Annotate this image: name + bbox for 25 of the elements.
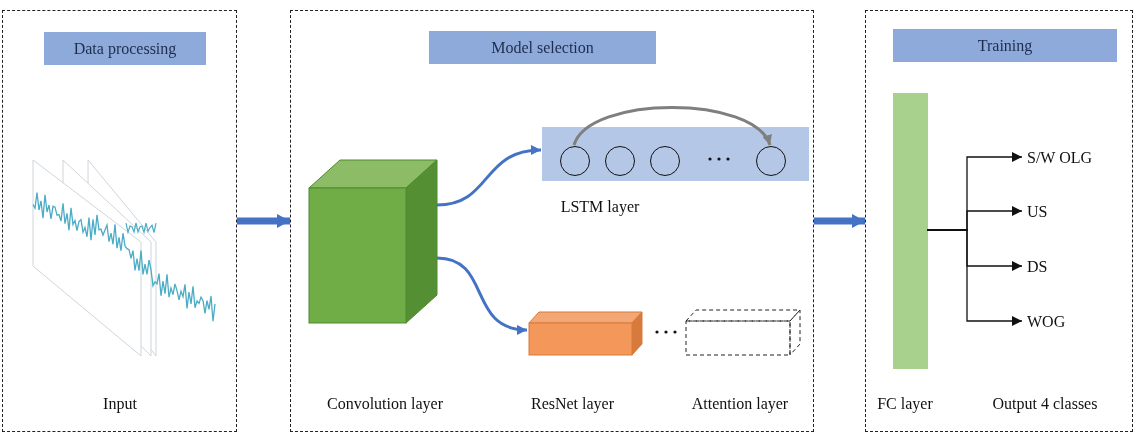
resnet-block [528, 311, 643, 356]
section-banner: Model selection [429, 31, 656, 64]
dashed-panel [865, 10, 1133, 432]
layer-label: Attention layer [690, 395, 790, 413]
dashed-panel [2, 10, 237, 432]
class-label: US [1027, 201, 1067, 223]
section-banner: Training [893, 29, 1117, 62]
section-banner: Data processing [44, 32, 206, 65]
layer-label: FC layer [876, 395, 934, 413]
dashed-block [685, 309, 801, 356]
caption-label: Output 4 classes [991, 395, 1099, 413]
class-label: WOG [1027, 311, 1087, 333]
caption-label: Convolution layer [326, 395, 444, 413]
convolution-cube [308, 159, 438, 324]
arrow [436, 256, 528, 334]
skip-connection-arrow [572, 106, 772, 146]
class-label: DS [1027, 256, 1067, 278]
fc-layer-bar [893, 93, 928, 369]
layer-band [542, 127, 809, 181]
layer-label: ResNet layer [529, 395, 616, 413]
layer-label: Input [102, 395, 138, 413]
layer-label: LSTM layer [559, 198, 641, 216]
arrow [436, 145, 542, 207]
class-label: S/W OLG [1027, 147, 1122, 169]
dashed-panel [290, 10, 814, 432]
